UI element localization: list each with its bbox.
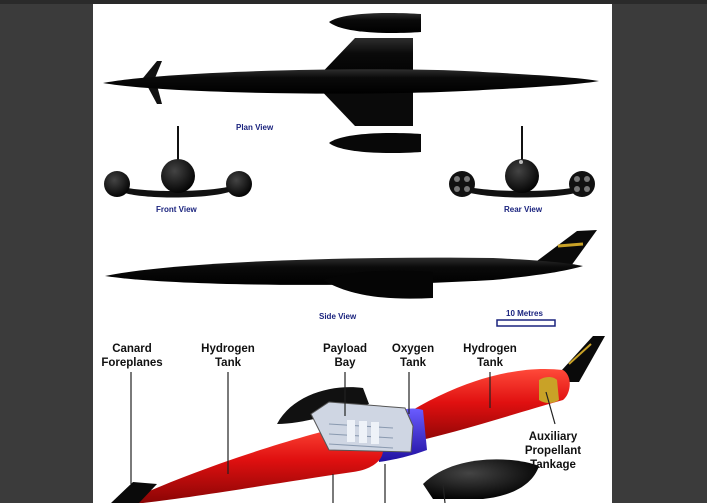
aircraft-drawing — [103, 12, 605, 503]
callout-line: Propellant — [524, 445, 582, 457]
callout-line: Hydrogen — [201, 343, 255, 355]
side-view-aircraft — [105, 230, 597, 299]
scale-bar — [496, 319, 556, 327]
front-view-label: Front View — [156, 205, 197, 214]
cutaway-aircraft — [111, 336, 605, 503]
callout-line: Tank — [400, 357, 426, 369]
callout-line: Foreplanes — [101, 357, 163, 369]
front-view-aircraft — [104, 126, 252, 198]
payload-bay-callout: Payload Bay — [315, 342, 375, 370]
top-strip — [0, 0, 707, 4]
hydrogen-tank-rear-callout: Hydrogen Tank — [455, 342, 525, 370]
side-view-label: Side View — [319, 312, 357, 321]
hydrogen-tank-front-callout: Hydrogen Tank — [195, 342, 261, 370]
auxiliary-propellant-tankage-callout: Auxiliary Propellant Tankage — [515, 430, 591, 472]
scale-bar-label: 10 Metres — [506, 309, 543, 318]
callout-line: Tankage — [530, 459, 576, 471]
rear-view-label: Rear View — [504, 205, 543, 214]
callout-line: Tank — [215, 357, 241, 369]
oxygen-tank-callout: Oxygen Tank — [383, 342, 443, 370]
callout-line: Oxygen — [391, 343, 435, 355]
left-dark-panel — [0, 0, 93, 503]
plan-view-aircraft — [103, 12, 599, 154]
callout-line: Auxiliary — [528, 431, 578, 443]
callout-line: Canard — [112, 343, 152, 355]
callout-line: Tank — [477, 357, 503, 369]
right-dark-panel — [612, 0, 707, 503]
canard-foreplanes-callout: Canard Foreplanes — [97, 342, 167, 370]
rear-view-aircraft — [449, 126, 595, 198]
callout-line: Hydrogen — [463, 343, 517, 355]
plan-view-label: Plan View — [236, 123, 274, 132]
callout-line: Payload — [322, 343, 368, 355]
callout-line: Bay — [334, 357, 356, 369]
diagram-sheet: Plan View Front View Rear View Side View… — [93, 4, 612, 503]
